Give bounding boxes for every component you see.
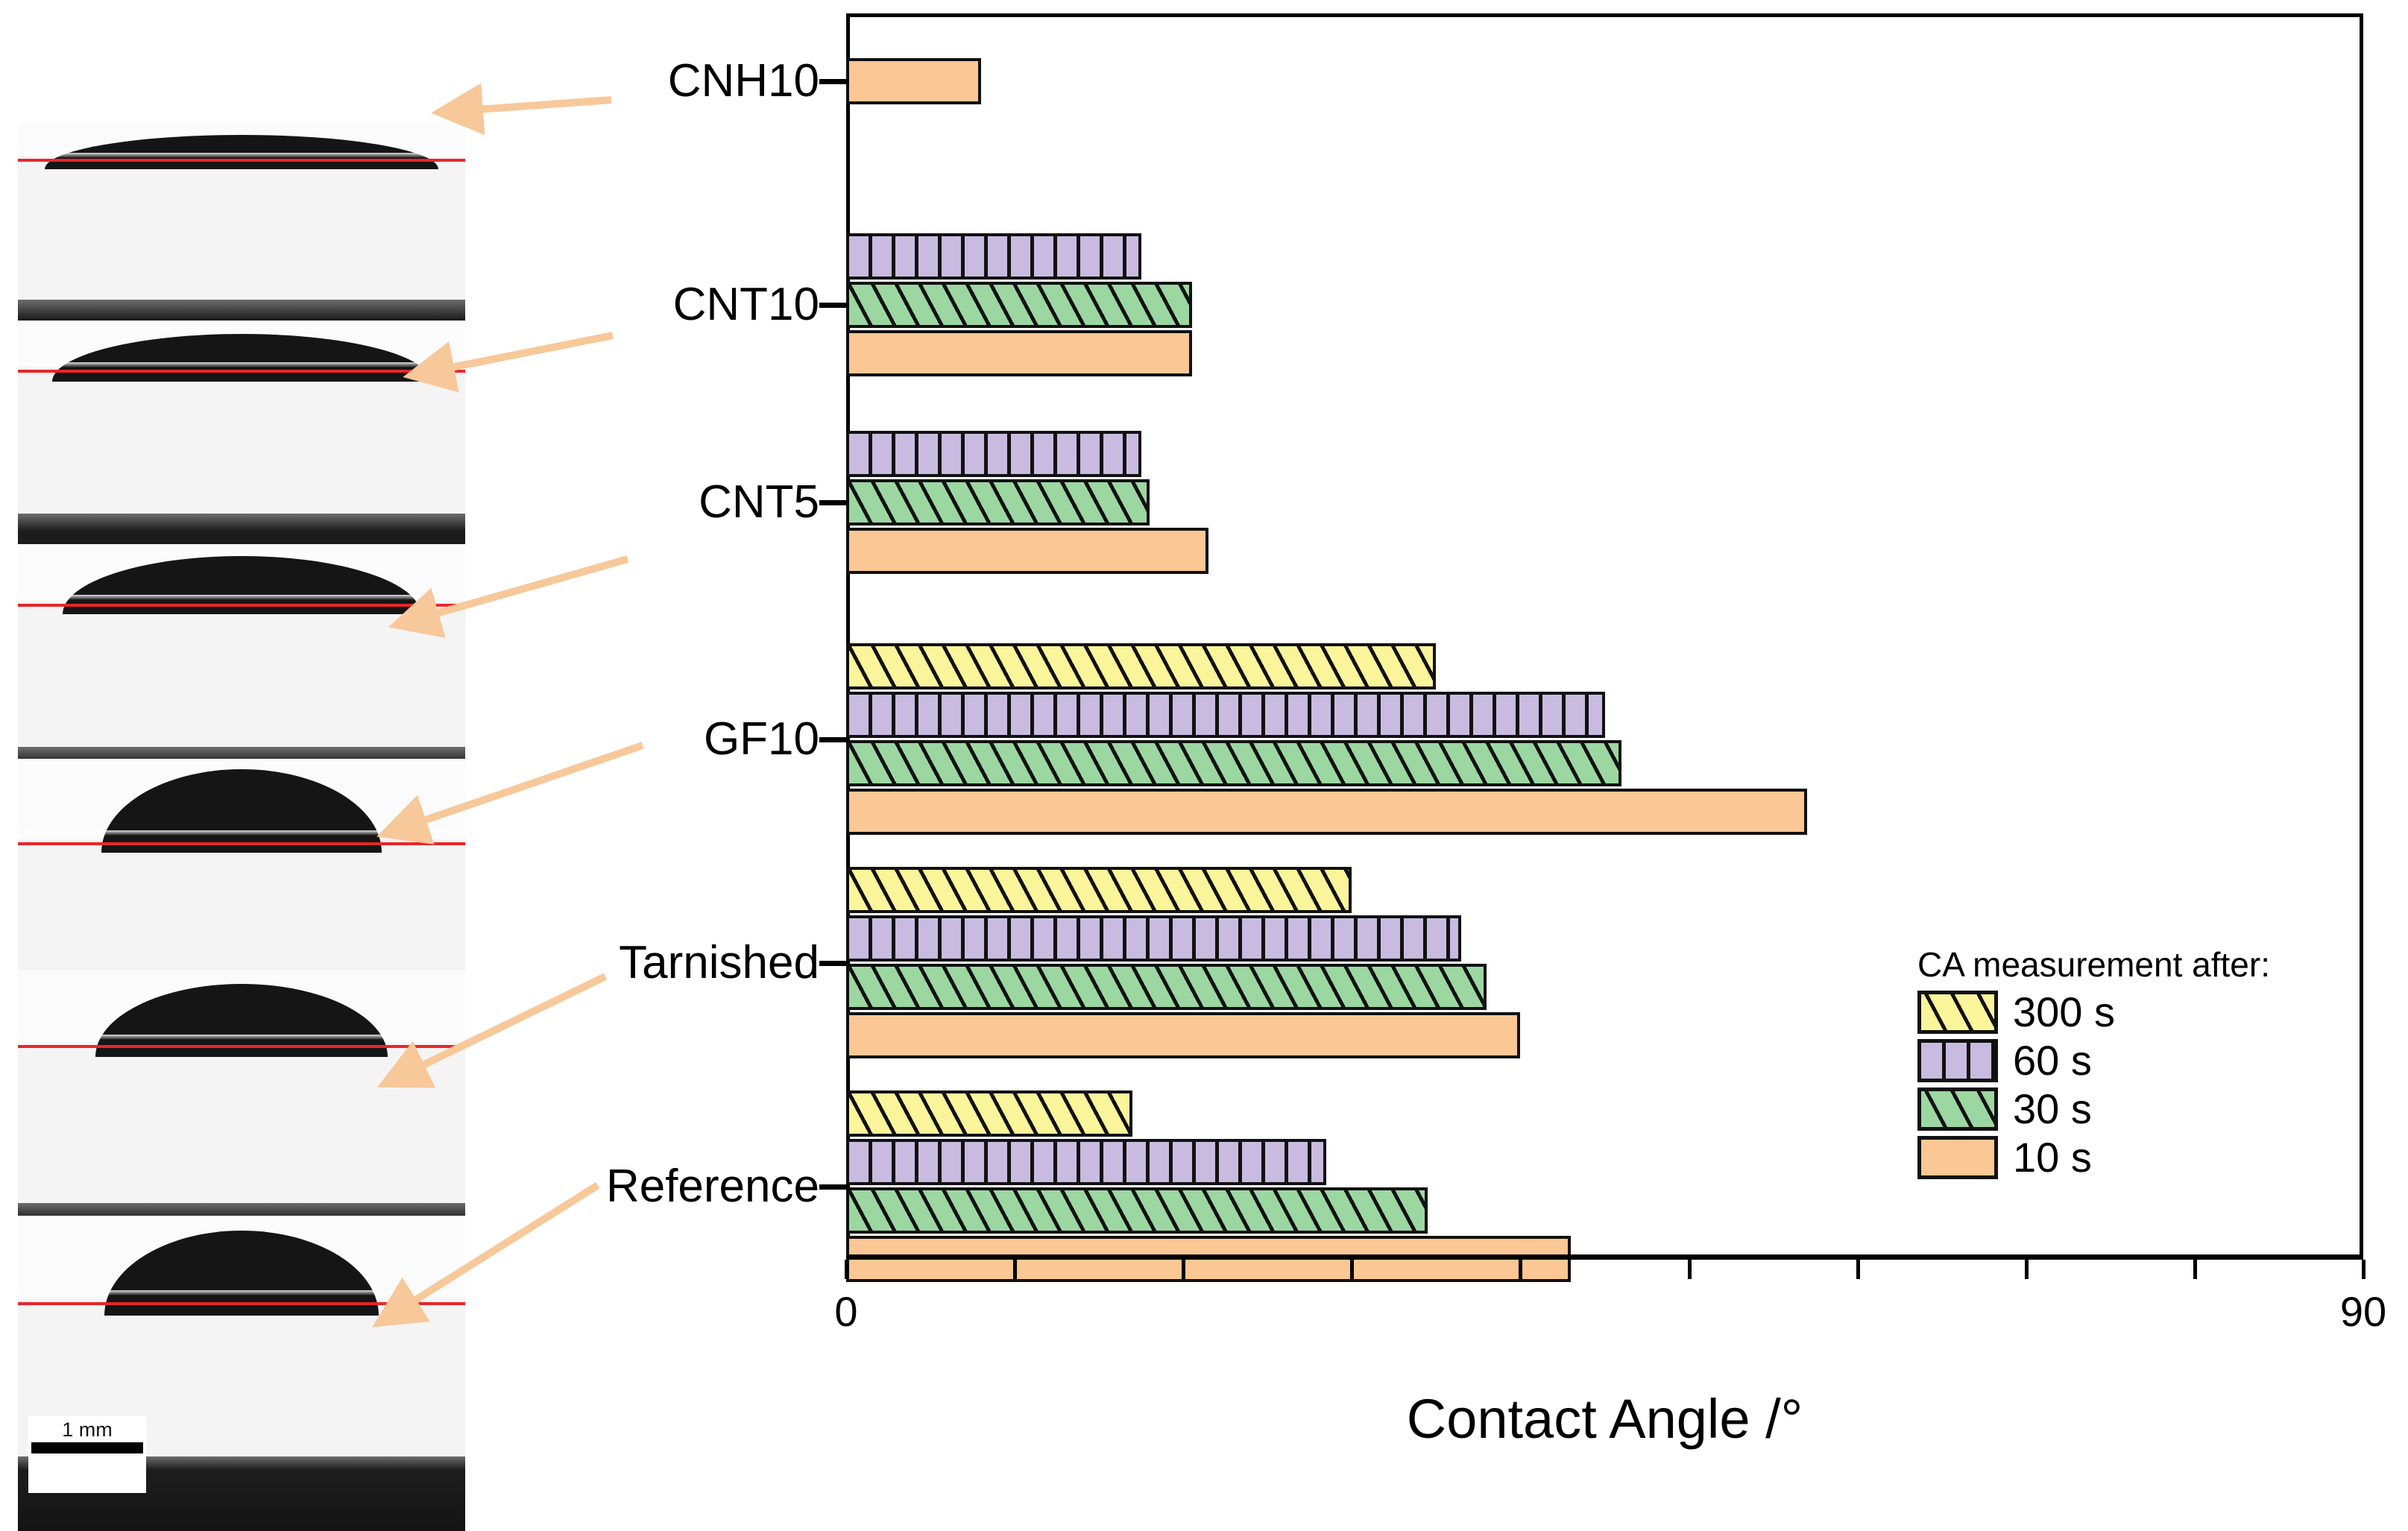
- baseline-marker: [18, 1302, 465, 1305]
- category-label-gf10: GF10: [703, 713, 819, 765]
- bar-hatch: [849, 1190, 1425, 1231]
- y-axis-tick: [819, 736, 849, 742]
- x-axis-title: Contact Angle /°: [1406, 1388, 1803, 1450]
- chart-plot-frame: [846, 13, 2363, 1254]
- bar-hatch: [849, 285, 1189, 325]
- bar-hatch: [849, 646, 1434, 686]
- pointer-arrow-cnt10: [403, 328, 619, 410]
- legend-swatch-10s: [1917, 1136, 1998, 1179]
- droplet-photo-column: [0, 0, 477, 1531]
- bar-hatch: [849, 967, 1484, 1007]
- category-label-cnh10: CNH10: [667, 55, 819, 107]
- baseline-marker: [18, 604, 465, 607]
- x-axis-tick-label: 0: [834, 1288, 858, 1335]
- x-axis: 0 90: [834, 1254, 2386, 1334]
- legend-label-10s: 10 s: [2013, 1134, 2092, 1181]
- x-axis-tick: [2024, 1260, 2029, 1279]
- bar-hatch: [849, 695, 1602, 735]
- x-axis-tick: [1013, 1260, 1018, 1279]
- category-label-cnt5: CNT5: [699, 476, 819, 528]
- bar-hatch: [849, 434, 1138, 474]
- bar-tarnished-10s: [846, 1012, 1521, 1058]
- x-axis-tick: [1856, 1260, 1860, 1279]
- bar-cnt10-60s: [846, 233, 1141, 280]
- bar-hatch: [849, 870, 1349, 910]
- x-axis-tick: [2362, 1260, 2366, 1279]
- chart-bars-area: [846, 13, 2363, 1282]
- droplet-highlight: [18, 595, 465, 600]
- category-label-reference: Reference: [605, 1160, 819, 1212]
- bar-gf10-30s: [846, 740, 1622, 786]
- bar-cnt5-10s: [846, 528, 1209, 574]
- bar-hatch: [849, 236, 1138, 277]
- bar-cnh10-10s: [846, 58, 981, 104]
- bar-gf10-300s: [846, 643, 1437, 689]
- bar-cnt10-30s: [846, 282, 1192, 328]
- y-axis-tick: [819, 303, 849, 308]
- droplet-highlight: [18, 153, 465, 158]
- bar-tarnished-60s: [846, 915, 1462, 962]
- legend-title: CA measurement after:: [1917, 945, 2270, 984]
- baseline-marker: [18, 1045, 465, 1048]
- droplet-highlight: [18, 1290, 465, 1295]
- x-axis-tick: [845, 1260, 848, 1279]
- legend-label-60s: 60 s: [2013, 1037, 2092, 1084]
- legend-swatch-30s: [1917, 1088, 1998, 1131]
- bar-hatch: [849, 1093, 1130, 1134]
- bar-tarnished-300s: [846, 867, 1352, 913]
- legend-item-10s: 10 s: [1917, 1135, 2290, 1180]
- baseline-marker: [18, 159, 465, 162]
- legend-item-60s: 60 s: [1917, 1038, 2290, 1083]
- y-axis-tick: [819, 79, 849, 84]
- legend-label-300s: 300 s: [2013, 988, 2115, 1035]
- legend-item-300s: 300 s: [1917, 990, 2290, 1035]
- bar-hatch: [849, 1142, 1324, 1182]
- legend-label-30s: 30 s: [2013, 1085, 2092, 1132]
- bar-cnt10-10s: [846, 330, 1192, 376]
- bar-reference-30s: [846, 1187, 1428, 1234]
- legend-swatch-300s: [1917, 991, 1998, 1034]
- baseline-marker: [18, 370, 465, 373]
- droplet-highlight: [18, 362, 465, 367]
- pointer-arrow-cnh10: [431, 83, 619, 157]
- bar-gf10-10s: [846, 789, 1807, 835]
- droplet-highlight: [18, 830, 465, 836]
- y-axis-tick: [819, 1184, 849, 1190]
- category-label-tarnished: Tarnished: [619, 936, 819, 988]
- x-axis-tick: [1350, 1260, 1355, 1279]
- scale-bar: 1 mm: [28, 1416, 146, 1493]
- pointer-arrow-reference: [365, 1178, 604, 1342]
- bar-reference-300s: [846, 1090, 1133, 1137]
- scale-bar-label: 1 mm: [62, 1418, 113, 1441]
- bar-hatch: [849, 482, 1147, 523]
- pointer-arrow-cnt5: [388, 552, 634, 656]
- bar-reference-60s: [846, 1139, 1327, 1185]
- pointer-arrow-gf10: [373, 738, 649, 857]
- bar-hatch: [849, 918, 1459, 959]
- bar-cnt5-60s: [846, 431, 1141, 477]
- droplet-highlight: [18, 1035, 465, 1040]
- bar-gf10-60s: [846, 692, 1605, 738]
- x-axis-tick: [2193, 1260, 2197, 1279]
- bar-tarnished-30s: [846, 964, 1487, 1010]
- pointer-arrow-tarnished: [373, 969, 611, 1103]
- y-axis-tick: [819, 960, 849, 966]
- legend-swatch-60s: [1917, 1039, 1998, 1082]
- y-axis-tick: [819, 500, 849, 505]
- chart-legend: CA measurement after: 300 s 60 s 30 s 10…: [1917, 945, 2290, 1184]
- bar-cnt5-30s: [846, 479, 1150, 525]
- baseline-marker: [18, 842, 465, 845]
- x-axis-tick: [1687, 1260, 1692, 1279]
- bar-hatch: [849, 743, 1619, 783]
- x-axis-tick-label: 90: [2339, 1288, 2387, 1335]
- category-label-cnt10: CNT10: [672, 279, 819, 330]
- x-axis-tick: [1519, 1260, 1523, 1279]
- x-axis-tick: [1182, 1260, 1186, 1279]
- legend-item-30s: 30 s: [1917, 1087, 2290, 1131]
- scale-bar-line: [31, 1442, 143, 1453]
